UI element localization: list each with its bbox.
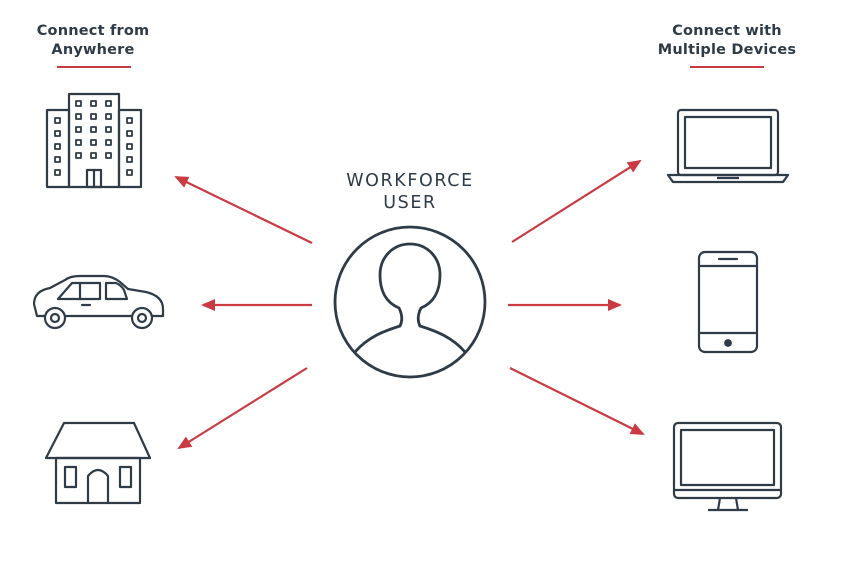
office-building-icon bbox=[45, 92, 143, 189]
right-heading-line-1: Connect with bbox=[672, 23, 782, 39]
arrow-to-office bbox=[174, 176, 313, 244]
left-heading-line-2: Anywhere bbox=[51, 42, 135, 58]
right-heading-underline bbox=[690, 66, 764, 68]
center-title-line-1: WORKFORCE bbox=[346, 171, 474, 191]
smartphone-icon bbox=[697, 250, 759, 354]
connect-from-anywhere-heading: Connect from Anywhere bbox=[18, 22, 168, 60]
user-avatar-icon bbox=[333, 225, 487, 379]
left-heading-line-1: Connect from bbox=[36, 23, 150, 39]
laptop-icon bbox=[666, 108, 790, 184]
house-icon bbox=[44, 421, 152, 505]
center-title-line-2: USER bbox=[383, 193, 437, 213]
arrow-to-laptop bbox=[511, 159, 642, 243]
car-icon bbox=[32, 274, 165, 330]
arrow-to-desktop bbox=[509, 367, 645, 435]
right-heading-line-2: Multiple Devices bbox=[657, 42, 797, 58]
arrow-to-house bbox=[177, 367, 308, 450]
workforce-user-title: WORKFORCE USER bbox=[330, 170, 490, 214]
desktop-monitor-icon bbox=[672, 421, 783, 512]
left-heading-underline bbox=[57, 66, 131, 68]
connect-with-multiple-devices-heading: Connect with Multiple Devices bbox=[652, 22, 802, 60]
